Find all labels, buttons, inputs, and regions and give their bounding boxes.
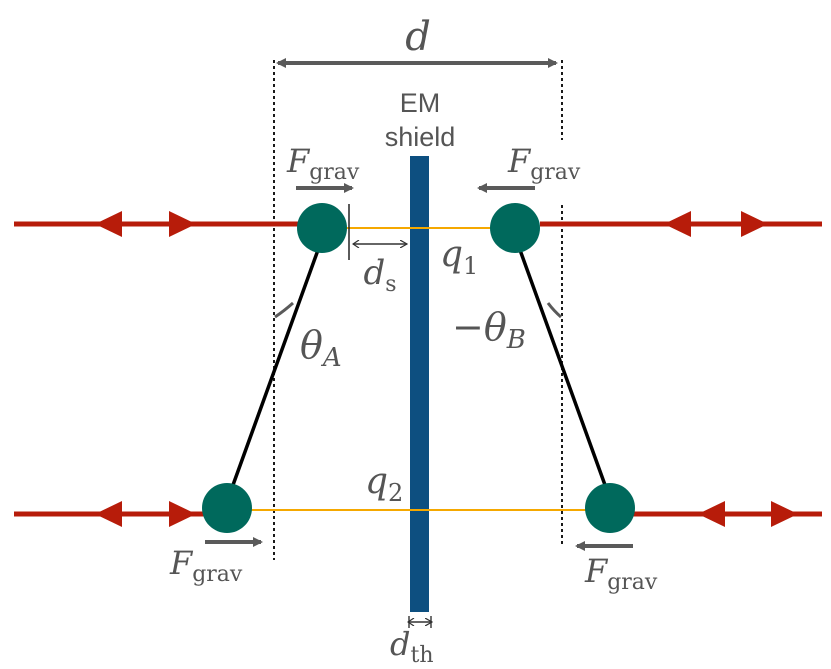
beam-arrowhead <box>95 501 122 527</box>
beam-arrowhead <box>169 501 196 527</box>
d-label: d <box>405 14 431 60</box>
fgrav-bottom-right-label: Fgrav <box>584 552 658 595</box>
beam-arrowhead <box>664 211 691 237</box>
mass-top-right <box>490 203 540 253</box>
beam-arrowheads <box>95 211 798 527</box>
em-shield <box>410 156 429 612</box>
string-b <box>518 249 607 486</box>
mass-bottom-right <box>585 483 635 533</box>
beam-arrowhead <box>698 501 725 527</box>
string-a <box>231 249 320 486</box>
em-label-line2: shield <box>385 122 456 152</box>
q2-label: q2 <box>365 461 403 507</box>
fgrav-bottom-left-label: Fgrav <box>169 544 243 587</box>
ds-label: ds <box>363 253 396 297</box>
dth-label: dth <box>390 625 434 668</box>
beam-arrowhead <box>771 501 798 527</box>
em-label-line1: EM <box>400 88 441 118</box>
beam-arrowhead <box>95 211 122 237</box>
beam-arrowhead <box>741 211 768 237</box>
theta-a-arc <box>274 301 294 319</box>
mass-bottom-left <box>202 483 252 533</box>
test-masses <box>202 203 635 533</box>
theta-b-arc <box>546 302 562 319</box>
mass-top-left <box>297 203 347 253</box>
pendulum-strings <box>231 249 607 486</box>
fgrav-top-right-label: Fgrav <box>507 142 581 185</box>
reference-lines <box>273 60 563 560</box>
beam-arrowhead <box>169 211 196 237</box>
theta-a-label: θA <box>300 323 342 373</box>
q1-label: q1 <box>440 234 478 280</box>
fgrav-top-left-label: Fgrav <box>286 142 360 185</box>
theta-b-label: −θB <box>452 305 526 355</box>
